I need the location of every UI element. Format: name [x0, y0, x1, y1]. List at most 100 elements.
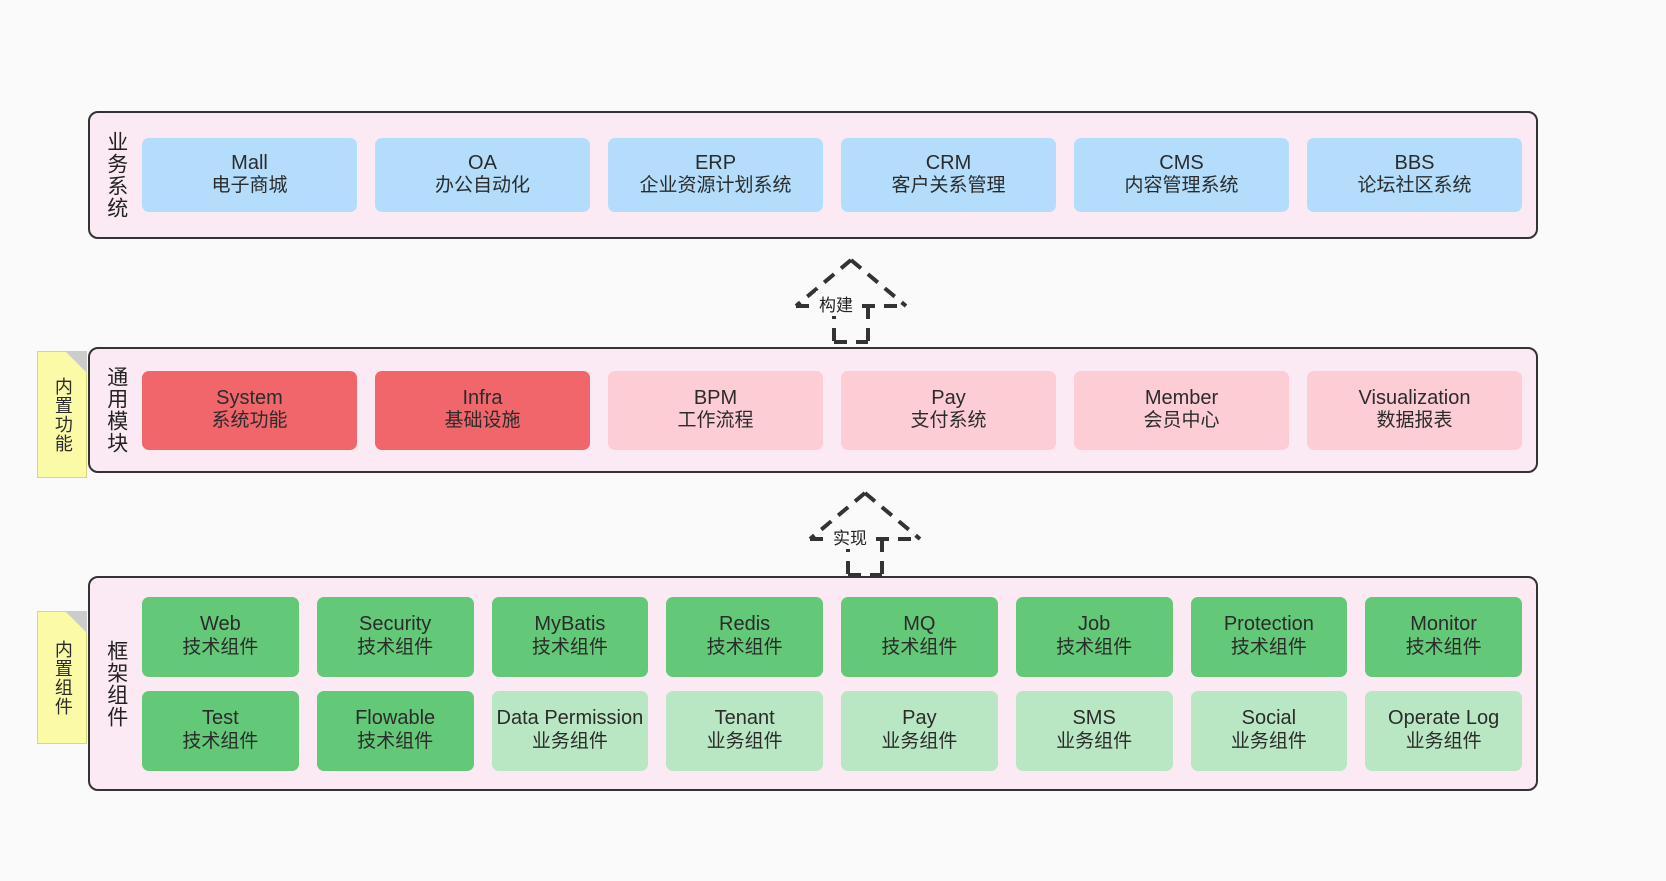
note-builtin-functions: 内置功能 [37, 351, 87, 478]
note-builtin-components: 内置组件 [37, 611, 87, 744]
module-name-cn: 数据报表 [1376, 410, 1453, 432]
module-name-en: Visualization [1358, 386, 1471, 409]
layer-row: Web 技术组件 Security 技术组件 MyBatis 技术组件 Redi… [142, 596, 1522, 677]
component-name-cn: 技术组件 [881, 636, 958, 658]
component-name-en: SMS [1072, 707, 1116, 730]
module-name-cn: 基础设施 [444, 410, 521, 432]
component-box-pay[interactable]: Pay 业务组件 [841, 690, 998, 771]
layer-common-modules: 通用模块 System 系统功能 Infra 基础设施 BPM 工作流程 Pay… [88, 347, 1538, 473]
module-name-en: CRM [925, 151, 972, 174]
module-box-oa[interactable]: OA 办公自动化 [375, 138, 590, 212]
module-name-en: Infra [462, 386, 503, 409]
module-name-cn: 会员中心 [1143, 410, 1220, 432]
component-name-cn: 技术组件 [182, 730, 259, 752]
component-name-cn: 技术组件 [1230, 636, 1307, 658]
component-box-sms[interactable]: SMS 业务组件 [1015, 690, 1173, 771]
component-name-en: Data Permission [496, 707, 644, 730]
module-name-en: Mall [231, 151, 268, 174]
layer-business-system: 业务系统 Mall 电子商城 OA 办公自动化 ERP 企业资源计划系统 CRM… [88, 111, 1538, 239]
component-name-cn: 技术组件 [1056, 636, 1133, 658]
module-box-visualization[interactable]: Visualization 数据报表 [1307, 370, 1522, 450]
component-box-data-permission[interactable]: Data Permission 业务组件 [491, 690, 649, 771]
layer-row: Test 技术组件 Flowable 技术组件 Data Permission … [142, 690, 1522, 771]
module-name-en: BBS [1394, 151, 1435, 174]
module-name-cn: 内容管理系统 [1124, 175, 1239, 197]
component-name-en: Redis [719, 613, 771, 636]
module-name-cn: 论坛社区系统 [1357, 175, 1472, 197]
connector-label-implement: 实现 [830, 524, 870, 549]
component-box-operate-log[interactable]: Operate Log 业务组件 [1365, 690, 1522, 771]
component-name-cn: 技术组件 [706, 636, 783, 658]
layer-row: Mall 电子商城 OA 办公自动化 ERP 企业资源计划系统 CRM 客户关系… [142, 138, 1522, 212]
component-box-tenant[interactable]: Tenant 业务组件 [666, 690, 823, 771]
component-box-monitor[interactable]: Monitor 技术组件 [1365, 596, 1522, 677]
component-box-security[interactable]: Security 技术组件 [316, 596, 474, 677]
component-box-web[interactable]: Web 技术组件 [142, 596, 299, 677]
component-name-en: MQ [903, 613, 936, 636]
module-name-cn: 电子商城 [211, 175, 288, 197]
module-name-en: Pay [931, 386, 966, 409]
module-name-en: Member [1144, 386, 1219, 409]
component-name-en: Flowable [355, 707, 436, 730]
component-name-en: Protection [1223, 613, 1314, 636]
module-box-mall[interactable]: Mall 电子商城 [142, 138, 357, 212]
component-name-cn: 技术组件 [182, 636, 259, 658]
layer-body-business: Mall 电子商城 OA 办公自动化 ERP 企业资源计划系统 CRM 客户关系… [138, 113, 1536, 237]
layer-row: System 系统功能 Infra 基础设施 BPM 工作流程 Pay 支付系统… [142, 370, 1522, 450]
component-name-cn: 业务组件 [706, 730, 783, 752]
component-name-en: Web [199, 613, 241, 636]
module-box-crm[interactable]: CRM 客户关系管理 [841, 138, 1056, 212]
note-text: 内置功能 [52, 376, 73, 453]
layer-title-framework: 框架组件 [104, 639, 128, 728]
component-box-protection[interactable]: Protection 技术组件 [1190, 596, 1348, 677]
component-name-cn: 技术组件 [1405, 636, 1482, 658]
component-name-en: Test [202, 707, 239, 730]
module-name-cn: 支付系统 [910, 410, 987, 432]
module-box-infra[interactable]: Infra 基础设施 [375, 370, 590, 450]
module-name-en: ERP [694, 151, 737, 174]
component-name-cn: 技术组件 [357, 636, 434, 658]
module-name-cn: 企业资源计划系统 [639, 175, 792, 197]
component-name-cn: 业务组件 [531, 730, 608, 752]
module-box-bbs[interactable]: BBS 论坛社区系统 [1307, 138, 1522, 212]
module-box-cms[interactable]: CMS 内容管理系统 [1074, 138, 1289, 212]
component-name-cn: 技术组件 [357, 730, 434, 752]
module-box-erp[interactable]: ERP 企业资源计划系统 [608, 138, 823, 212]
component-name-en: Pay [902, 707, 937, 730]
module-box-pay[interactable]: Pay 支付系统 [841, 370, 1056, 450]
layer-title-common: 通用模块 [104, 366, 128, 454]
component-name-en: Tenant [714, 707, 775, 730]
component-box-job[interactable]: Job 技术组件 [1015, 596, 1173, 677]
layer-body-framework: Web 技术组件 Security 技术组件 MyBatis 技术组件 Redi… [138, 578, 1536, 789]
module-name-cn: 客户关系管理 [891, 175, 1006, 197]
module-name-cn: 办公自动化 [434, 175, 530, 197]
connector-build: 构建 [756, 254, 946, 344]
connector-implement: 实现 [770, 487, 960, 577]
component-box-redis[interactable]: Redis 技术组件 [666, 596, 823, 677]
module-name-en: BPM [693, 386, 738, 409]
component-name-cn: 业务组件 [1405, 730, 1482, 752]
layer-title-business: 业务系统 [104, 131, 128, 219]
component-name-cn: 业务组件 [1230, 730, 1307, 752]
connector-label-build: 构建 [816, 291, 856, 316]
module-name-cn: 系统功能 [211, 410, 288, 432]
component-box-mybatis[interactable]: MyBatis 技术组件 [491, 596, 649, 677]
layer-framework-components: 框架组件 Web 技术组件 Security 技术组件 MyBatis 技术组件… [88, 576, 1538, 791]
component-name-en: Operate Log [1388, 707, 1500, 730]
component-name-cn: 业务组件 [881, 730, 958, 752]
component-box-social[interactable]: Social 业务组件 [1190, 690, 1348, 771]
note-text: 内置组件 [52, 639, 73, 716]
component-box-test[interactable]: Test 技术组件 [142, 690, 299, 771]
module-box-bpm[interactable]: BPM 工作流程 [608, 370, 823, 450]
component-box-flowable[interactable]: Flowable 技术组件 [316, 690, 474, 771]
component-name-en: Job [1078, 613, 1111, 636]
module-box-member[interactable]: Member 会员中心 [1074, 370, 1289, 450]
component-name-en: Monitor [1410, 613, 1477, 636]
module-name-en: OA [468, 151, 497, 174]
module-box-system[interactable]: System 系统功能 [142, 370, 357, 450]
module-name-en: CMS [1159, 151, 1204, 174]
component-name-en: Security [359, 613, 432, 636]
component-box-mq[interactable]: MQ 技术组件 [841, 596, 998, 677]
component-name-en: Social [1241, 707, 1297, 730]
